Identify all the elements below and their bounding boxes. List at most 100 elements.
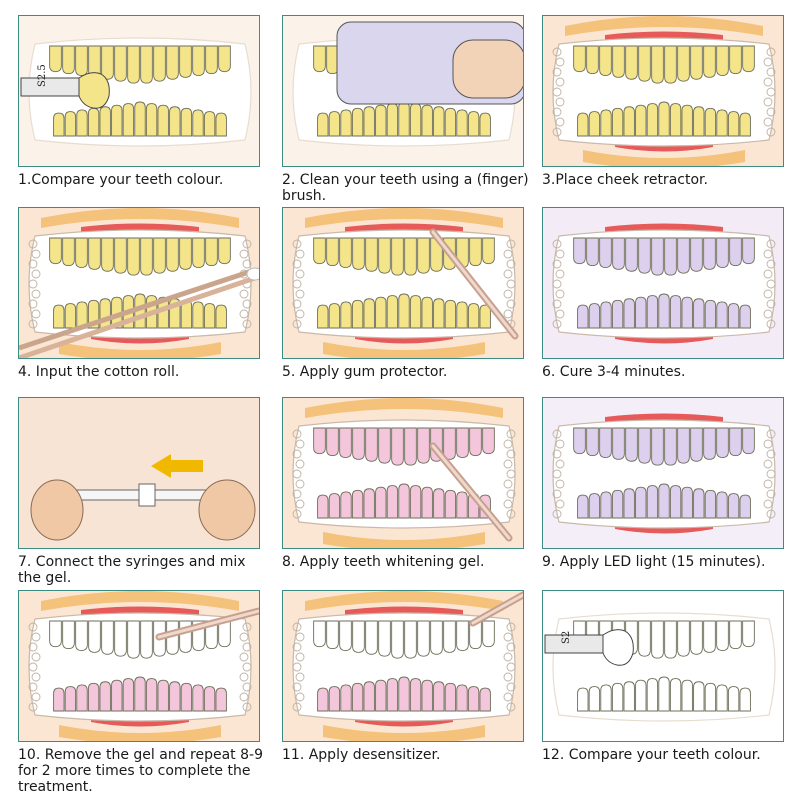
illustration-svg	[19, 208, 259, 358]
tooth	[180, 107, 193, 137]
tooth	[101, 45, 114, 80]
tooth	[677, 620, 690, 657]
tooth	[398, 101, 410, 137]
tooth	[612, 45, 625, 78]
tooth	[192, 45, 205, 76]
tooth	[313, 427, 326, 455]
tooth	[611, 107, 624, 137]
tooth	[456, 109, 468, 137]
tooth	[716, 427, 729, 458]
tooth	[664, 620, 677, 659]
finger	[452, 39, 523, 99]
tooth	[218, 237, 231, 265]
tooth	[635, 679, 647, 712]
upper-lip	[565, 16, 763, 36]
tooth	[577, 304, 589, 329]
tooth	[328, 303, 341, 329]
upper-lip	[305, 591, 503, 611]
tooth	[716, 301, 728, 329]
step-caption: 6. Cure 3-4 minutes.	[542, 364, 686, 380]
tooth	[140, 237, 153, 276]
tooth	[75, 620, 88, 651]
tooth	[409, 678, 422, 712]
tooth	[693, 488, 705, 519]
upper-teeth-row	[49, 620, 231, 659]
step-caption: 4. Input the cotton roll.	[18, 364, 180, 380]
tooth	[456, 427, 469, 458]
step-caption: 12. Compare your teeth colour.	[542, 747, 761, 763]
tooth	[739, 687, 751, 712]
tooth	[658, 101, 670, 137]
tooth	[456, 620, 469, 651]
tooth	[166, 237, 179, 272]
tooth	[386, 678, 399, 712]
step-caption: 1.Compare your teeth colour.	[18, 172, 224, 188]
step-illustration	[18, 397, 260, 549]
shade-sample-tooth	[78, 72, 110, 109]
tooth	[600, 684, 612, 712]
tooth	[625, 45, 638, 80]
illustration-svg	[283, 398, 523, 548]
lower-teeth-row	[317, 101, 491, 137]
tooth	[625, 237, 638, 272]
tooth	[99, 298, 111, 329]
lower-lip	[59, 342, 221, 358]
tooth	[313, 45, 326, 73]
tooth	[339, 620, 352, 651]
lower-teeth-row	[53, 101, 227, 137]
tooth	[365, 237, 378, 272]
tooth	[588, 686, 601, 712]
tooth	[328, 111, 341, 137]
cotton-swab	[155, 607, 259, 641]
tooth	[378, 620, 391, 657]
tooth	[635, 486, 647, 519]
step-illustration	[18, 590, 260, 742]
tooth	[681, 486, 693, 519]
tooth	[742, 427, 755, 455]
tooth	[111, 296, 123, 329]
upper-lip	[41, 591, 239, 611]
tooth	[398, 293, 410, 329]
tooth	[99, 106, 111, 137]
tooth	[398, 676, 410, 712]
cheek-retractor	[552, 429, 776, 519]
tooth	[180, 682, 193, 712]
tooth	[169, 681, 181, 712]
tooth	[421, 679, 433, 712]
tooth	[681, 679, 693, 712]
tooth	[669, 485, 682, 519]
tooth	[215, 687, 227, 712]
tooth	[317, 112, 329, 137]
step-illustration	[282, 207, 524, 359]
tooth	[646, 103, 659, 137]
tooth	[169, 106, 181, 137]
tooth	[351, 107, 364, 137]
tooth	[391, 427, 404, 466]
tooth	[153, 45, 166, 82]
cheek-retractor	[552, 239, 776, 329]
tooth	[111, 104, 123, 137]
tooth	[703, 620, 716, 653]
tooth	[693, 298, 705, 329]
tooth	[75, 45, 88, 76]
tooth	[742, 620, 755, 648]
tooth	[386, 295, 399, 329]
tooth	[599, 45, 612, 76]
tooth	[352, 620, 365, 653]
tooth	[409, 103, 422, 137]
step-illustration	[542, 15, 784, 167]
tooth	[716, 620, 729, 651]
lower-lip	[323, 725, 485, 741]
tooth	[157, 104, 169, 137]
tooth	[681, 296, 693, 329]
tooth	[677, 45, 690, 82]
tooth	[690, 620, 703, 655]
lower-teeth-row	[577, 483, 751, 519]
tooth	[404, 237, 417, 276]
upper-gum	[605, 223, 723, 233]
illustration-svg	[283, 16, 523, 166]
tooth	[690, 427, 703, 462]
tooth	[727, 493, 740, 519]
tooth	[339, 427, 352, 458]
lower-lip	[323, 532, 485, 548]
